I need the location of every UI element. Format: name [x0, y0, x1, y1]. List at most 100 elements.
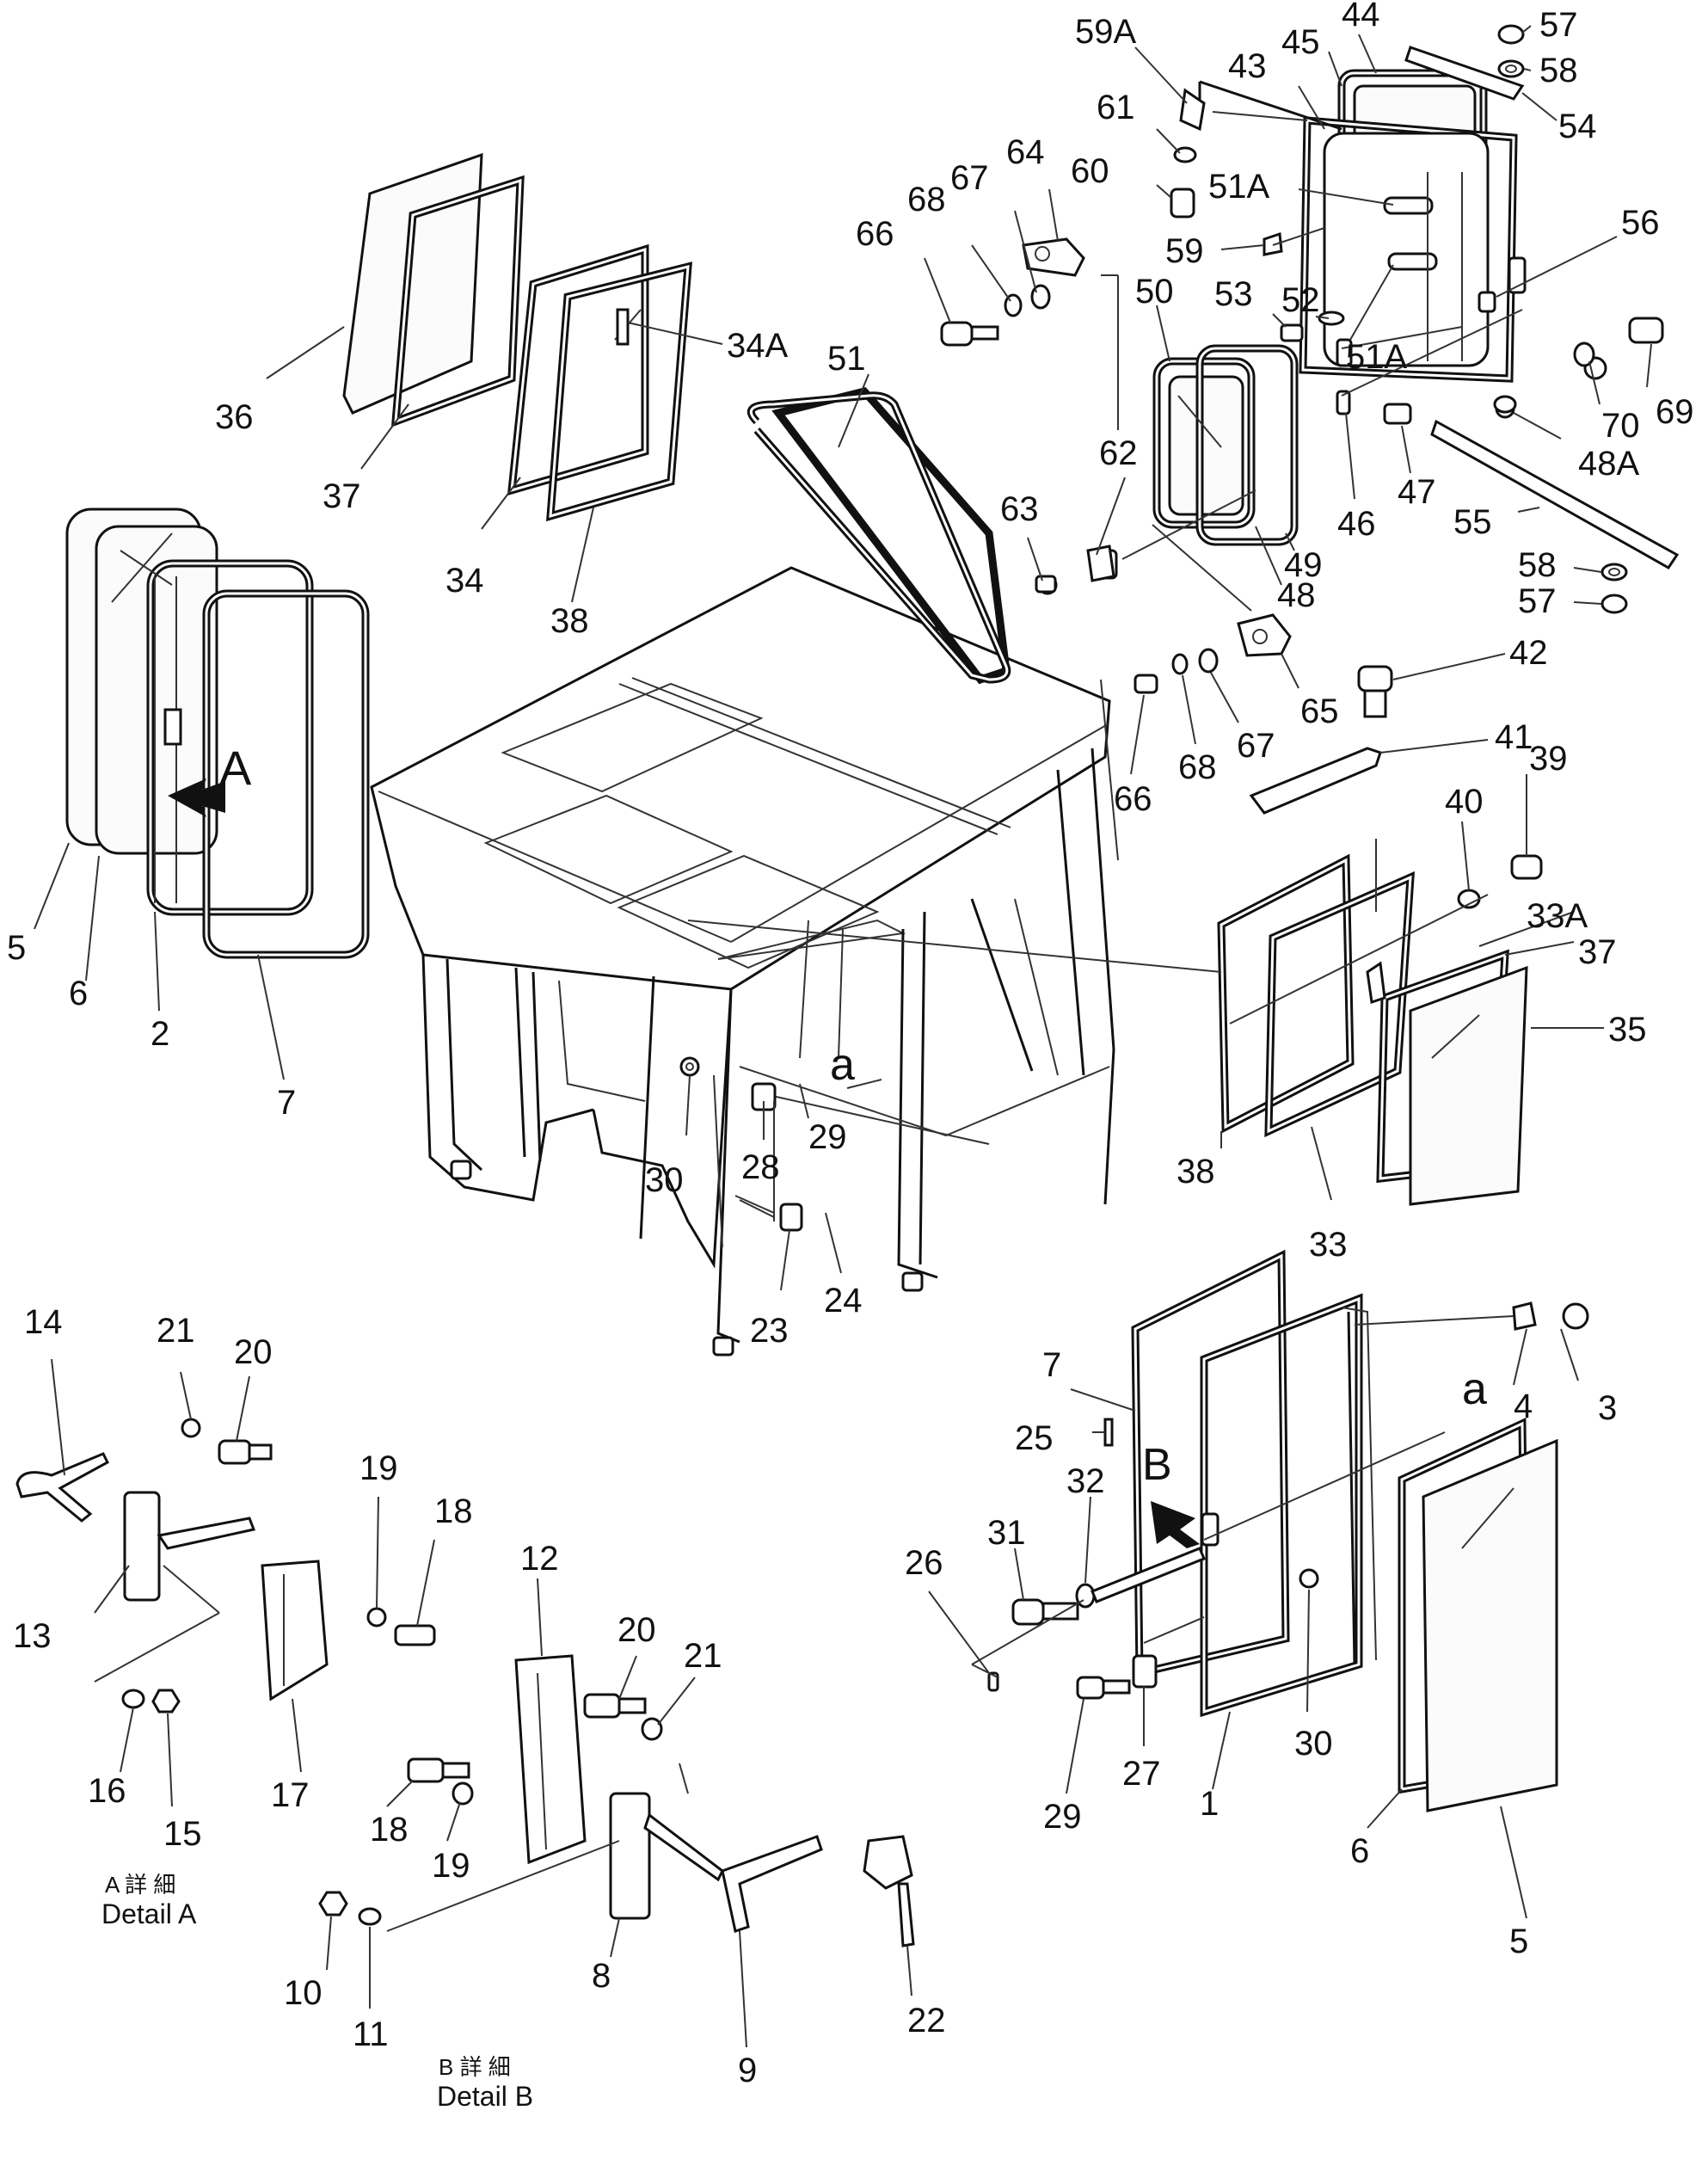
callout-37-right: 37: [1578, 933, 1617, 971]
callout-20-a: 20: [234, 1333, 273, 1371]
callout-64: 64: [1006, 133, 1045, 171]
callout-30-left: 30: [645, 1161, 684, 1199]
callout-17: 17: [271, 1776, 310, 1814]
callout-70: 70: [1601, 407, 1640, 445]
callout-21-b: 21: [684, 1637, 722, 1675]
callout-6-left: 6: [69, 975, 88, 1012]
rear-sliding-window: [1198, 46, 1680, 569]
callout-10: 10: [284, 1974, 323, 2012]
callout-1: 1: [1200, 1785, 1219, 1823]
detail-a-caption-jp: A 詳 細: [105, 1872, 175, 1898]
callout-69: 69: [1656, 393, 1694, 431]
detail-b-caption-en: Detail B: [437, 2081, 533, 2112]
callout-58: 58: [1539, 52, 1578, 89]
callout-5-left: 5: [7, 929, 26, 967]
right-door-assembly: [987, 1249, 1589, 1812]
callout-16: 16: [88, 1772, 126, 1810]
callout-29-bottom: 29: [1043, 1798, 1082, 1836]
callout-3: 3: [1598, 1389, 1617, 1427]
callout-15: 15: [163, 1815, 202, 1853]
callout-46: 46: [1337, 505, 1376, 543]
right-window-group: [1217, 853, 1528, 1206]
callout-2: 2: [151, 1015, 169, 1053]
top-hardware: [940, 24, 1664, 909]
callout-39: 39: [1529, 740, 1568, 778]
callout-19-b: 19: [432, 1847, 470, 1885]
section-marker-a-upper: a: [830, 1040, 855, 1090]
view-markers: A B a a: [219, 741, 1487, 1490]
callout-9: 9: [738, 2052, 757, 2089]
callout-34A: 34A: [727, 327, 788, 365]
callout-68: 68: [907, 181, 946, 218]
callout-36: 36: [215, 398, 254, 436]
view-marker-a-label: A: [219, 741, 252, 795]
view-marker-b-label: B: [1142, 1440, 1172, 1490]
callout-21-a: 21: [157, 1312, 195, 1350]
callout-leaders: [34, 25, 1652, 2048]
view-arrow-a: [168, 778, 225, 817]
callout-11: 11: [353, 2015, 389, 2053]
callout-labels: 59A 44 57 45 58 43 54 61 64 67 60 51A 68…: [7, 0, 1694, 2089]
callout-32: 32: [1066, 1462, 1105, 1500]
callout-44: 44: [1342, 0, 1380, 34]
detail-captions: A 詳 細 Detail A B 詳 細 Detail B: [101, 1872, 533, 2112]
callout-60: 60: [1071, 152, 1109, 190]
detail-b-caption-jp: B 詳 細: [439, 2054, 511, 2080]
callout-38-left: 38: [550, 602, 589, 640]
cab-body: [370, 566, 1115, 1357]
callout-33A: 33A: [1527, 897, 1588, 935]
callout-24: 24: [824, 1282, 863, 1320]
callout-54: 54: [1558, 108, 1597, 145]
detail-b-parts: [318, 1654, 915, 1947]
callout-29-top: 29: [808, 1118, 847, 1156]
callout-48A: 48A: [1578, 445, 1639, 483]
callout-5-right: 5: [1509, 1923, 1528, 1960]
callout-7-left: 7: [277, 1084, 296, 1122]
callout-23: 23: [750, 1312, 789, 1350]
callout-40: 40: [1445, 783, 1484, 821]
callout-19-a: 19: [359, 1449, 398, 1487]
callout-58-bottom: 58: [1518, 546, 1557, 584]
upper-left-window-group: [342, 152, 692, 522]
callout-67: 67: [950, 159, 989, 197]
detail-a-caption-en: Detail A: [101, 1898, 197, 1929]
callout-67-lower: 67: [1237, 727, 1275, 765]
callout-13: 13: [13, 1617, 52, 1655]
callout-52: 52: [1281, 281, 1320, 319]
callout-18-b: 18: [370, 1811, 409, 1849]
callout-28: 28: [741, 1148, 780, 1186]
left-door-assembly: [65, 508, 370, 959]
callout-12: 12: [520, 1540, 559, 1578]
callout-57-bottom: 57: [1518, 582, 1557, 620]
callout-20-b: 20: [617, 1611, 656, 1649]
callout-22: 22: [907, 2002, 946, 2040]
callout-48: 48: [1277, 576, 1316, 614]
callout-47: 47: [1398, 473, 1436, 511]
callout-30-right: 30: [1294, 1725, 1333, 1763]
callout-49: 49: [1284, 546, 1323, 584]
callout-51: 51: [827, 340, 866, 378]
callout-45: 45: [1281, 23, 1320, 61]
callout-61: 61: [1097, 89, 1135, 126]
callout-62: 62: [1099, 434, 1138, 472]
callout-66: 66: [856, 215, 894, 253]
callout-65: 65: [1300, 692, 1339, 730]
callout-38-right: 38: [1177, 1153, 1215, 1191]
callout-37-left: 37: [323, 477, 361, 515]
callout-55: 55: [1453, 503, 1492, 541]
connection-lines: [687, 111, 1523, 1678]
callout-50: 50: [1135, 273, 1174, 311]
callout-41: 41: [1495, 718, 1533, 756]
callout-35: 35: [1608, 1011, 1647, 1049]
callout-8: 8: [592, 1957, 611, 1995]
callout-34: 34: [445, 562, 484, 600]
rear-small-window: [1037, 344, 1299, 595]
detail-a-parts: [15, 1418, 436, 1714]
callout-42: 42: [1509, 634, 1548, 672]
callout-53: 53: [1214, 275, 1253, 313]
callout-43: 43: [1228, 47, 1267, 85]
callout-7-right: 7: [1042, 1346, 1061, 1384]
callout-63: 63: [1000, 490, 1039, 528]
callout-51A-top: 51A: [1208, 168, 1269, 206]
callout-14: 14: [24, 1303, 63, 1341]
